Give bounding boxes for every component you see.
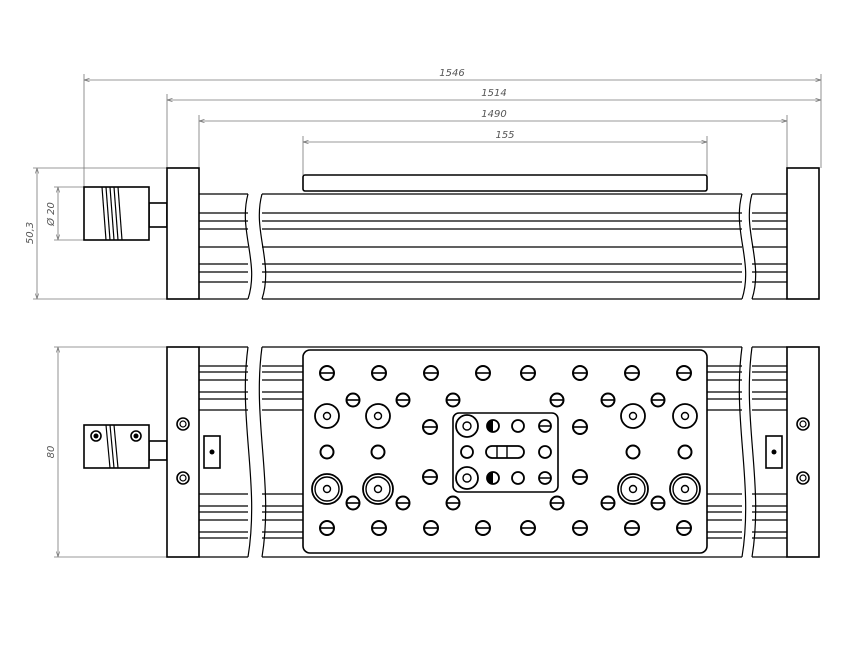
dowel-hole [628,411,638,421]
dimension-travel-length: 1490 [199,109,787,121]
carriage-hole-pattern [311,365,701,536]
break-line [748,193,757,300]
dowel-hole [322,411,332,421]
dowel-hole [628,484,638,494]
counterbore [455,414,479,438]
break-line [244,346,253,558]
end-block-left-plan [166,346,221,558]
break-line [258,193,267,300]
dowel-ring [365,403,391,429]
dimension-coupler-diameter: Ø 20 [45,187,58,240]
hole [511,471,525,485]
counterbore [455,466,479,490]
break-line [244,193,253,300]
dowel-hole [680,484,690,494]
dim-label-155: 155 [495,130,514,141]
dimension-width: 80 [46,347,58,557]
hole-fill [487,420,493,432]
dowel-ring [620,476,646,502]
plan-view: 80 [46,346,820,558]
break-line [258,346,267,558]
dowel-ring [314,403,340,429]
dowel-ring [314,476,340,502]
dim-label-1490: 1490 [481,109,506,120]
break-line [748,346,757,558]
dimension-height: 50,3 [25,168,37,299]
dim-label-50-3: 50,3 [25,222,36,244]
break-line [738,346,747,558]
end-block-right [786,167,820,300]
coupler-plan [83,424,168,469]
hole [511,419,525,433]
dowel-ring [362,473,394,505]
dim-label-1546: 1546 [439,68,464,79]
dowel-ring [672,476,698,502]
dowel-ring [311,473,343,505]
dowel-ring [669,473,701,505]
extension-lines-plan [54,346,167,558]
through-hole [319,444,335,460]
dim-label-d20: Ø 20 [45,202,57,227]
hole-fill [487,472,493,484]
center-adapter-holes [455,414,552,490]
carriage-plate-side [302,174,708,192]
end-block-left [166,167,200,300]
hole [462,421,472,431]
hole [538,445,552,459]
dowel-ring [365,476,391,502]
slot [485,445,525,459]
rail-side [199,193,787,300]
dim-label-1514: 1514 [481,88,506,99]
dim-label-80: 80 [46,446,57,459]
through-hole [370,444,386,460]
coupler-side [83,186,168,241]
dowel-hole [373,484,383,494]
dowel-ring [672,403,698,429]
dimension-rail-length: 1514 [167,88,821,100]
dowel-ring [617,473,649,505]
through-hole [625,444,641,460]
end-block-right-plan [765,346,820,558]
dowel-hole [322,484,332,494]
dowel-hole [680,411,690,421]
through-hole [677,444,693,460]
dimension-overall-length: 1546 [84,68,821,80]
break-line [738,193,747,300]
dowel-ring [620,403,646,429]
top-view: 1546 1514 1490 155 50,3 Ø 20 [25,68,822,300]
hole [460,445,474,459]
hole [462,473,472,483]
dimension-carriage-length: 155 [303,130,707,142]
dowel-hole [373,411,383,421]
